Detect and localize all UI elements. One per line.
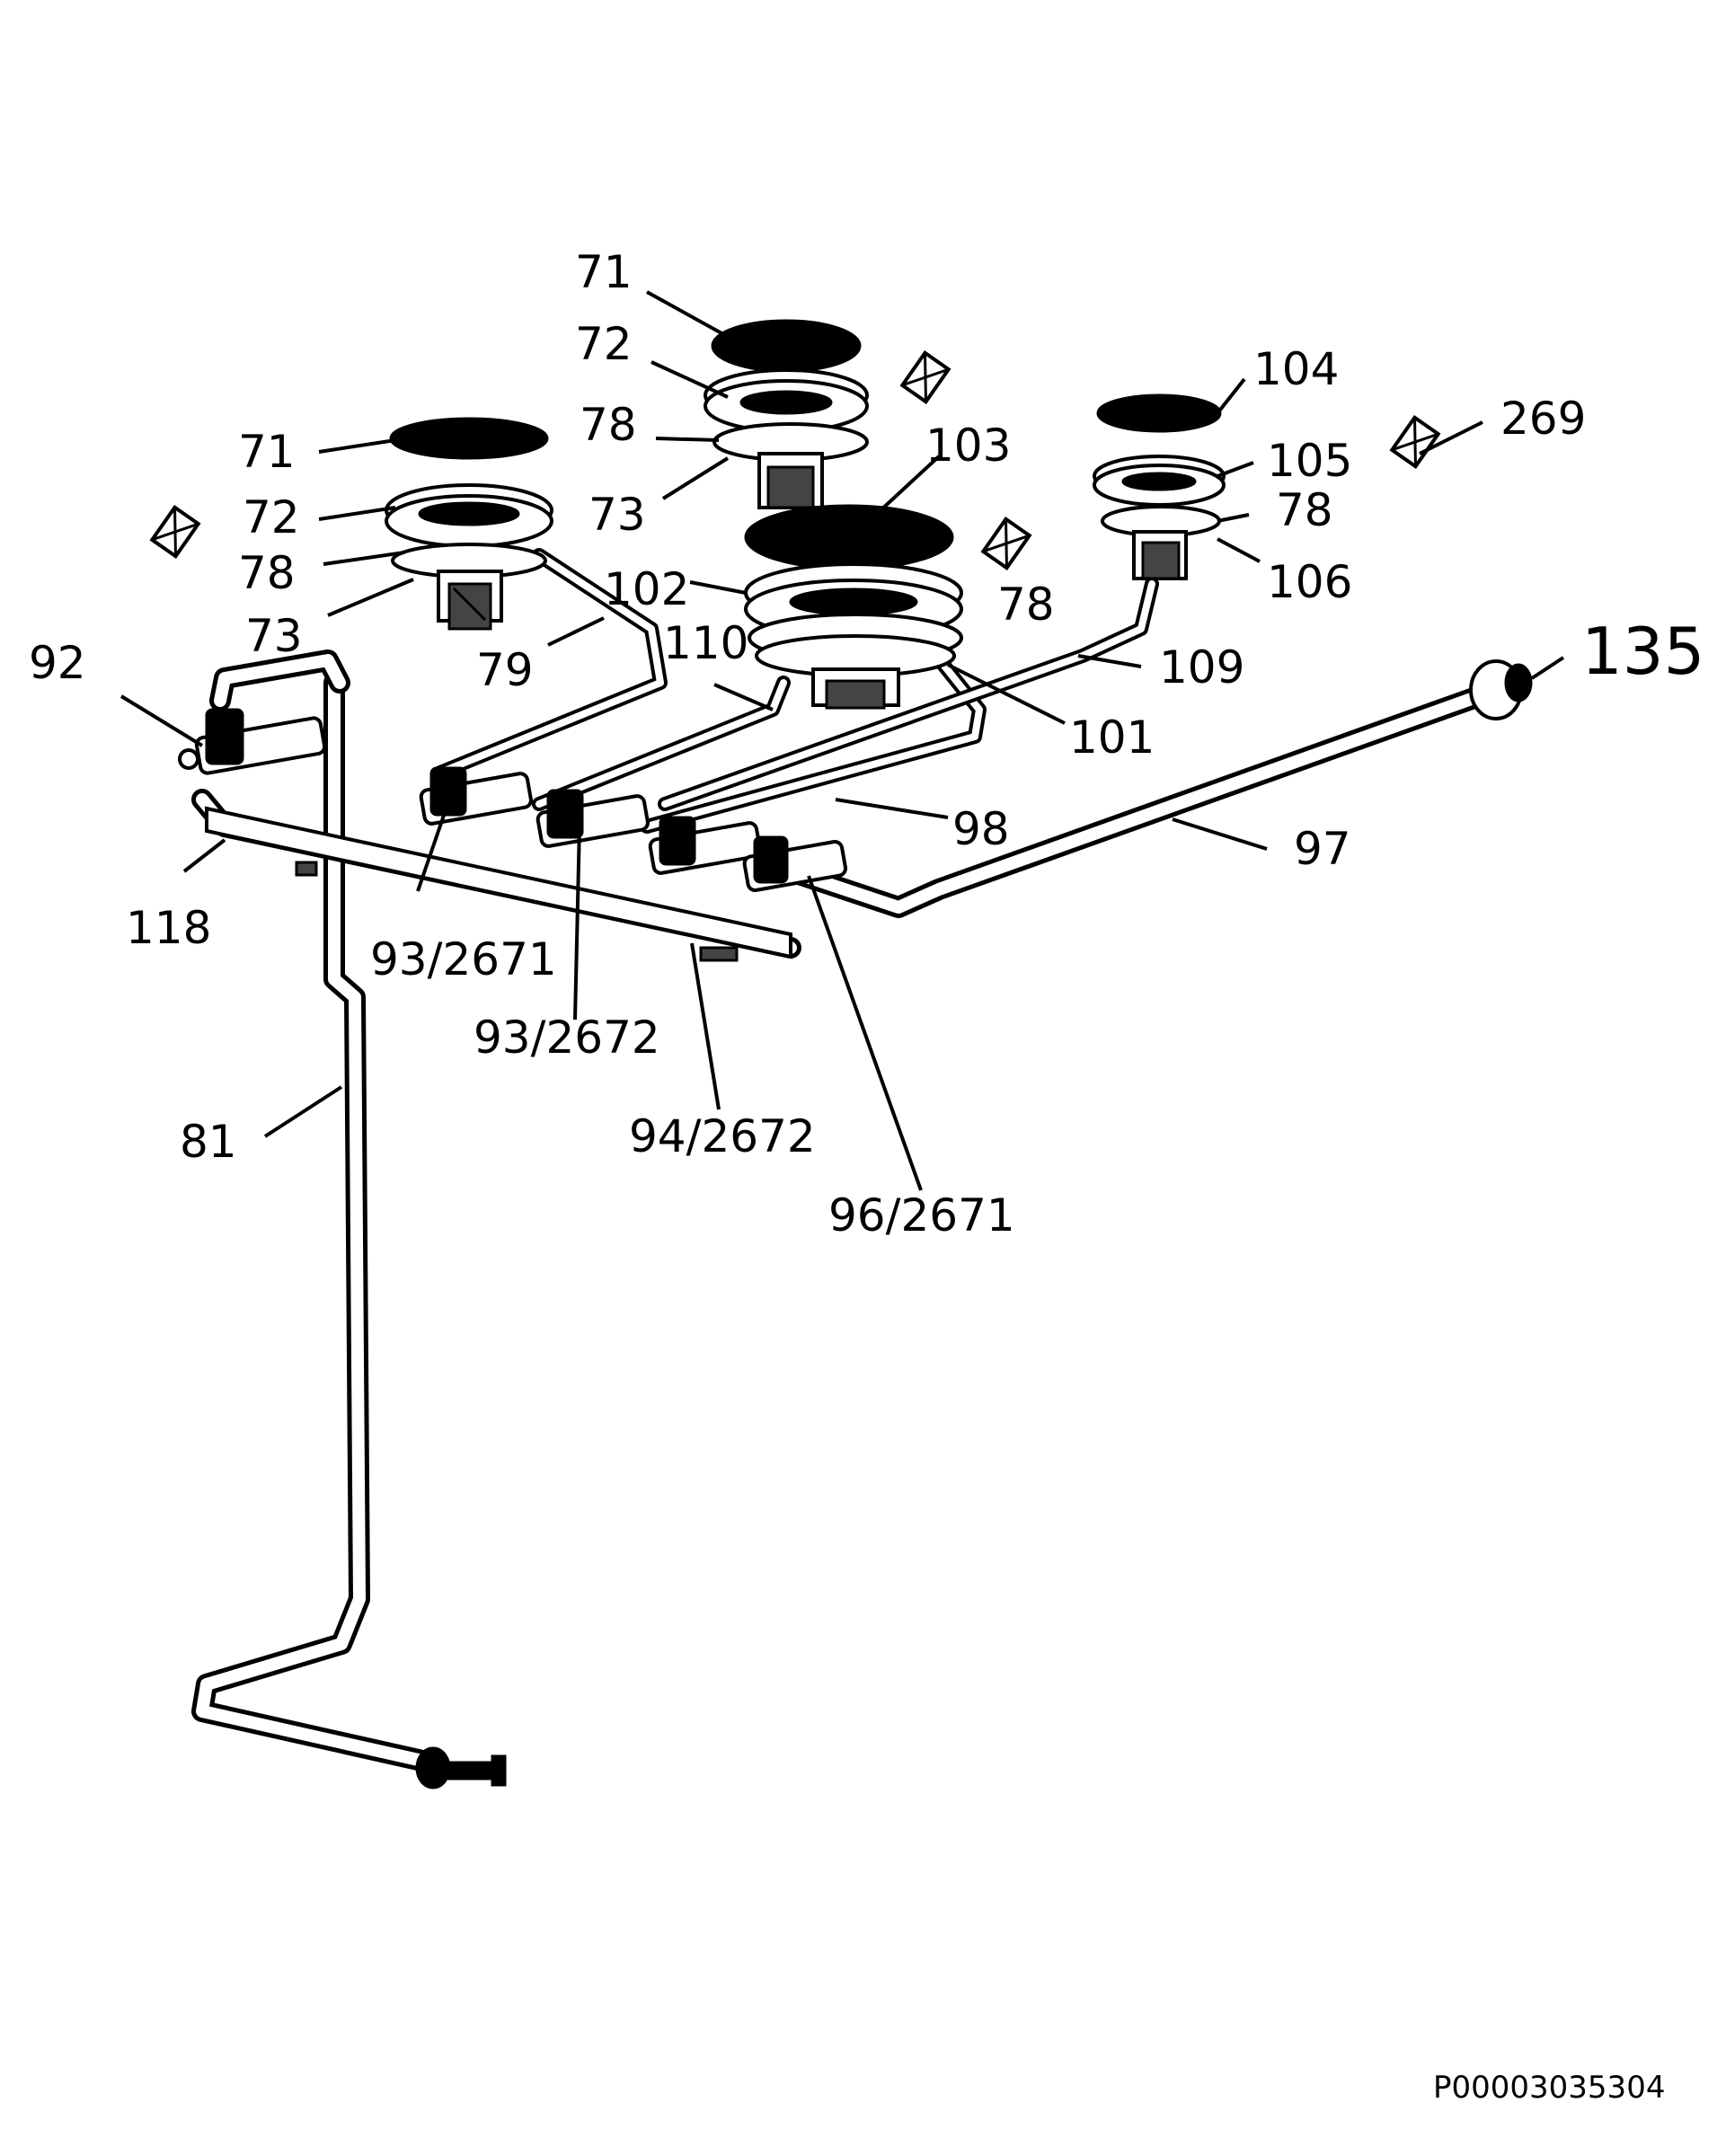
label-110: 110 [663,617,748,669]
label-81: 81 [180,1116,237,1168]
part-labels: 71 72 78 73 103 104 105 78 106 269 71 72… [29,246,1704,2106]
label-71-left: 71 [238,426,296,478]
tap-92 [178,708,327,775]
gas-taps [178,659,1533,1789]
label-78-center: 78 [580,399,637,451]
label-109: 109 [1159,641,1244,694]
label-73-left: 73 [245,610,303,662]
label-72-left: 72 [243,491,300,543]
label-98: 98 [952,803,1010,855]
label-102: 102 [604,563,689,615]
burner-center-top [704,319,869,509]
drawing-code: P00003035304 [1433,2070,1665,2106]
tap-93-2671 [419,766,533,826]
leader-lines [119,290,1565,1191]
inlet-connector [415,1746,507,1789]
label-72-center: 72 [575,318,633,370]
label-93-2671: 93/2671 [370,933,557,985]
label-135: 135 [1581,614,1704,689]
label-78-mid: 78 [997,579,1055,631]
gas-pipework [191,548,1502,1772]
burner-right [1093,393,1226,580]
crossed-injector-icon [149,350,1441,570]
label-92: 92 [29,637,86,689]
label-104: 104 [1253,343,1339,395]
label-94-2672: 94/2672 [629,1110,816,1162]
label-105: 105 [1267,435,1352,487]
tap-94-2672 [648,816,762,875]
label-79: 79 [476,644,534,696]
burner-left [385,417,553,631]
tap-93-2672 [535,789,650,848]
label-269: 269 [1500,393,1586,445]
label-73-center: 73 [589,489,646,541]
label-101: 101 [1069,711,1155,764]
label-97: 97 [1294,823,1351,875]
label-103: 103 [925,420,1011,472]
tap-96-2671 [742,835,848,893]
label-96-2671: 96/2671 [828,1189,1015,1241]
label-93-2672: 93/2672 [474,1012,660,1064]
label-78-right: 78 [1276,484,1333,536]
label-78-left: 78 [238,547,296,599]
label-71-center: 71 [575,246,633,298]
burner-wok [744,504,963,710]
connector-135 [1469,659,1533,720]
label-118: 118 [126,902,211,954]
label-106: 106 [1267,556,1352,608]
